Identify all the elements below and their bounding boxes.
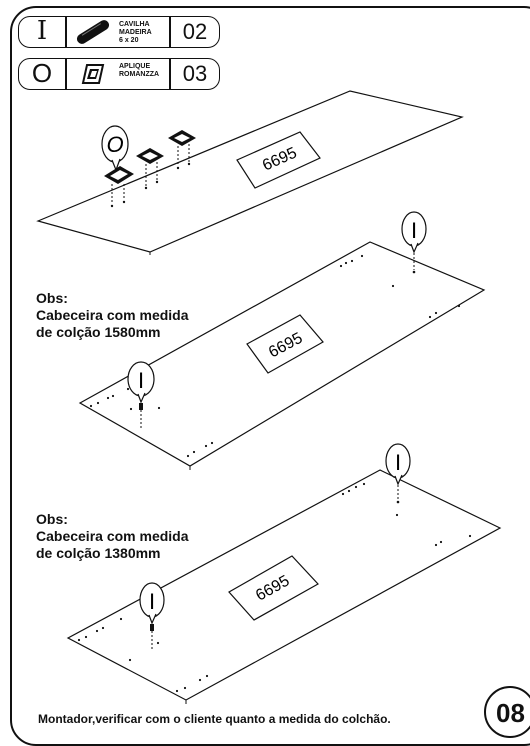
parts-row-dowel: I CAVILHA MADEIRA 6 x 20 02	[18, 16, 222, 48]
parts-row-bracket: O APLIQUE ROMANZZA 03	[18, 58, 222, 90]
wooden-dowel-icon	[76, 20, 110, 44]
callout-bubble: I	[127, 361, 155, 430]
callout-bubble: O	[101, 125, 129, 172]
part-quantity: 02	[170, 16, 220, 48]
callout-bubble: I	[385, 443, 411, 504]
page-number: 08	[484, 686, 530, 738]
part-letter: I	[18, 16, 66, 48]
panel-code-box	[246, 314, 324, 374]
callout-bubble: I	[401, 211, 427, 274]
part-letter: O	[18, 58, 66, 90]
panel-middle: 6695 I I	[78, 211, 486, 470]
panel-code-box	[228, 555, 319, 621]
footer-note: Montador,verificar com o cliente quanto …	[38, 712, 391, 726]
callout-letter: I	[138, 368, 144, 393]
observation-note-1580: Obs: Cabeceira com medida de colção 1580…	[36, 290, 189, 340]
bracket-icon	[81, 64, 105, 84]
part-cell: CAVILHA MADEIRA 6 x 20	[66, 16, 170, 48]
assembly-drawing: 6695 O	[36, 90, 502, 704]
panel-top: 6695 O	[36, 90, 464, 255]
callout-letter: I	[149, 589, 155, 614]
observation-note-1380: Obs: Cabeceira com medida de colção 1380…	[36, 511, 189, 561]
bracket-piece	[136, 148, 164, 190]
panel-code-box	[236, 131, 321, 189]
part-cell: APLIQUE ROMANZZA	[66, 58, 170, 90]
part-quantity: 03	[170, 58, 220, 90]
panel-bottom: 6695 I I	[66, 443, 502, 704]
part-name: APLIQUE ROMANZZA	[119, 63, 160, 78]
bracket-piece	[168, 130, 196, 170]
callout-letter: O	[106, 132, 123, 157]
part-name: CAVILHA MADEIRA 6 x 20	[119, 21, 152, 44]
callout-letter: I	[411, 218, 417, 243]
callout-letter: I	[395, 450, 401, 475]
bracket-piece	[104, 166, 134, 208]
callout-bubble: I	[139, 582, 165, 650]
